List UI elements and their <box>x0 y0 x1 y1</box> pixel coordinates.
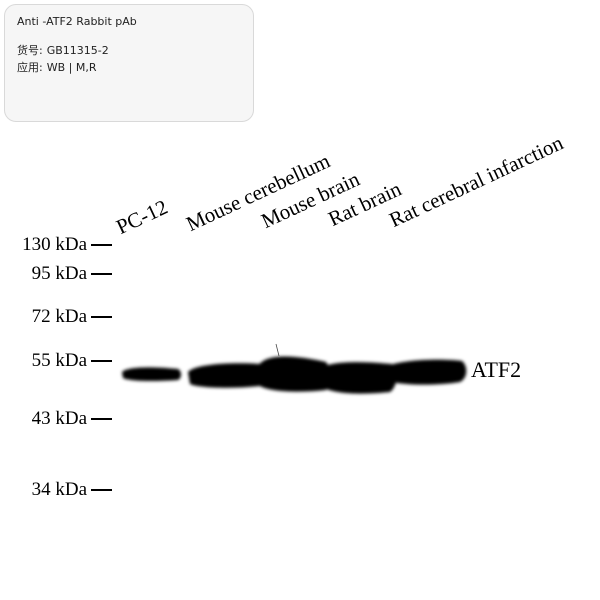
application-row: 应用:WB | M,R <box>17 59 241 76</box>
marker-130: 130 kDa <box>22 234 112 256</box>
band-rat-brain <box>322 362 397 394</box>
marker-34: 34 kDa <box>32 479 112 501</box>
application-label: 应用: <box>17 61 43 74</box>
marker-72-label: 72 kDa <box>31 306 87 327</box>
catalog-row: 货号:GB11315-2 <box>17 42 241 59</box>
marker-43-tick <box>91 418 112 420</box>
band-pc12 <box>122 367 181 382</box>
product-info-card: Anti -ATF2 Rabbit pAb 货号:GB11315-2 应用:WB… <box>4 4 254 122</box>
marker-95-label: 95 kDa <box>31 263 87 284</box>
marker-130-tick <box>91 244 112 246</box>
band-label-atf2: ATF2 <box>471 357 522 382</box>
marker-95-tick <box>91 273 112 275</box>
marker-55: 55 kDa <box>32 350 112 372</box>
product-title: Anti -ATF2 Rabbit pAb <box>17 15 137 28</box>
marker-34-tick <box>91 489 112 491</box>
marker-34-label: 34 kDa <box>31 479 87 500</box>
band-mouse-cerebellum <box>188 363 265 388</box>
catalog-value: GB11315-2 <box>46 44 109 57</box>
catalog-label: 货号: <box>17 44 43 57</box>
marker-43: 43 kDa <box>32 408 112 430</box>
marker-130-label: 130 kDa <box>22 234 87 255</box>
marker-55-tick <box>91 360 112 362</box>
band-artifact <box>275 343 280 357</box>
marker-43-label: 43 kDa <box>31 408 87 429</box>
marker-55-label: 55 kDa <box>31 350 87 371</box>
marker-72-tick <box>91 316 112 318</box>
band-mouse-brain <box>258 356 331 392</box>
band-rat-cerebral-infarction <box>388 359 467 385</box>
application-value: WB | M,R <box>46 61 97 74</box>
marker-72: 72 kDa <box>32 306 112 328</box>
marker-95: 95 kDa <box>32 263 112 285</box>
